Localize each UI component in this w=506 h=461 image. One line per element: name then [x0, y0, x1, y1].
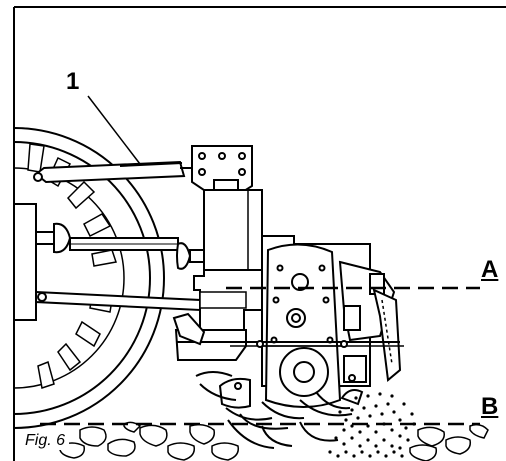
rear-shield — [172, 312, 404, 361]
soil-clods — [59, 421, 489, 461]
tractor-wheel — [13, 127, 165, 429]
side-gear-cover — [262, 243, 344, 408]
rotor-blades — [195, 371, 364, 449]
callout-label-1: 1 — [66, 68, 80, 95]
pto-shaft — [35, 222, 207, 270]
lower-link — [35, 290, 201, 312]
hitch-mast — [191, 145, 263, 271]
top-link — [33, 160, 198, 184]
tilled-soil — [328, 392, 416, 458]
callout-leader-1 — [87, 95, 141, 165]
reference-label-a: A — [481, 256, 499, 283]
figure-caption: Fig. 6 — [21, 432, 70, 450]
reference-label-b: B — [481, 393, 499, 420]
tractor-housing — [13, 203, 37, 321]
